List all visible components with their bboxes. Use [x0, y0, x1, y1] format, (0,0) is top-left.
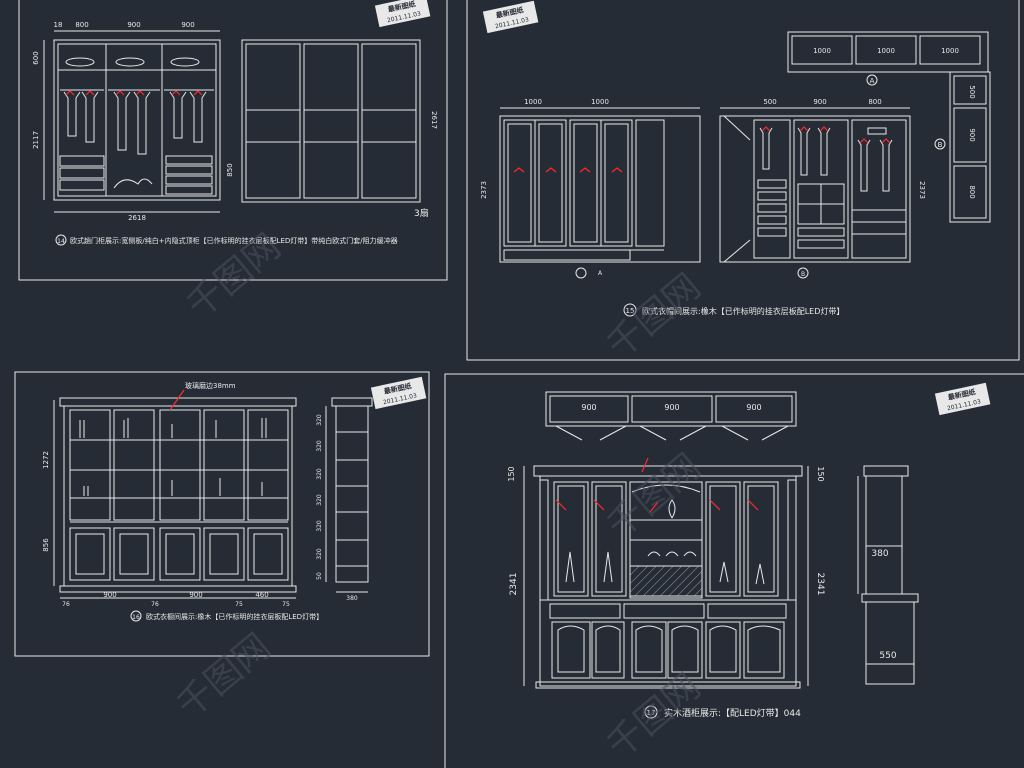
stamp: 最新图纸 2011.11.03: [370, 376, 427, 410]
panel-17: 最新图纸 2011.11.03 900 900 900 150 150 2341…: [444, 373, 1024, 768]
plan-side-3: 800: [968, 185, 976, 198]
glass-note: 玻璃磨边38mm: [185, 381, 236, 390]
plan-box-3: 1000: [941, 47, 959, 55]
dim-bottom-2: 76: [151, 601, 159, 608]
panel-14-frame: [18, 0, 448, 281]
dim-side-3: 320: [316, 468, 323, 480]
caption-16: 欧式衣橱间展示:橡木【已作标明的挂衣层板配LED灯带】: [146, 612, 323, 621]
caption-14: 欧式趟门柜展示:宽侧板/纯白+内隐式顶柜【已作标明的挂衣层板配LED灯带】带纯白…: [70, 236, 398, 245]
dim-left-lower: 856: [42, 538, 50, 552]
caption-15: 欧式衣帽间展示:橡木【已作标明的挂衣层板配LED灯带】: [642, 306, 844, 316]
dim-top-2: 900: [127, 21, 140, 29]
caption-15-num: 15: [626, 307, 635, 315]
dim-side-1: 320: [316, 414, 323, 426]
dim-side-5: 320: [316, 520, 323, 532]
plan17-box-3: 900: [746, 403, 761, 412]
dim-right: 2617: [430, 111, 438, 129]
dim-bottom-0: 76: [62, 601, 70, 608]
elev-b-label: B: [801, 271, 805, 278]
panel-15-led-markers: [513, 126, 891, 173]
dim-b-3: 800: [868, 98, 881, 106]
dim-bottom-5: 460: [255, 591, 268, 599]
elev-a-label: A: [598, 270, 603, 277]
dim-bottom-1: 900: [103, 591, 116, 599]
dim-side-6: 320: [316, 548, 323, 560]
dim-side-upper: 380: [871, 549, 888, 559]
marker-b: B: [938, 141, 943, 149]
panel-16-frame: [14, 371, 430, 657]
dim-side-lower: 550: [879, 651, 896, 661]
panel-17-led-markers: [555, 457, 759, 513]
plan-box-2: 1000: [877, 47, 895, 55]
marker-a: A: [870, 77, 875, 85]
dim-side-2: 320: [316, 440, 323, 452]
panel-15-frame: [466, 0, 1020, 361]
plan-box-1: 1000: [813, 47, 831, 55]
dim-left-main: 2117: [32, 131, 40, 149]
dim-bottom-3: 900: [189, 591, 202, 599]
dim-top-left: 150: [507, 466, 516, 481]
plan-side-2: 900: [968, 128, 976, 141]
dim-b-1: 500: [763, 98, 776, 106]
panel-17-frame: [444, 373, 1024, 768]
caption-14-num: 14: [57, 238, 65, 245]
dim-left-upper: 1272: [42, 451, 50, 469]
doors-label: 3扇: [414, 207, 429, 219]
dim-height-a: 2373: [480, 181, 488, 199]
dim-side-7: 50: [316, 572, 323, 580]
dim-bottom-6: 75: [282, 601, 290, 608]
panel-16-glass-marker: [169, 389, 185, 411]
dim-top-3: 900: [181, 21, 194, 29]
plan-side-1: 500: [968, 85, 976, 98]
stamp: 最新图纸 2011.11.03: [374, 0, 431, 28]
dim-bottom: 2618: [128, 214, 146, 222]
panel-14: 最新图纸 2011.11.03 18 800 900 900 600 2117: [18, 0, 448, 281]
dim-top-0: 18: [54, 21, 63, 29]
dim-a-1: 1000: [524, 98, 542, 106]
panel-14-led-markers: [65, 90, 203, 96]
dim-right-small: 850: [226, 163, 234, 176]
panel-15: 最新图纸 2011.11.03 1000 1000 1000 500 900 8…: [466, 0, 1020, 361]
dim-height-b: 2373: [918, 181, 926, 199]
dim-left-top: 600: [32, 51, 40, 64]
caption-17-num: 17: [647, 709, 656, 717]
dim-top-1: 800: [75, 21, 88, 29]
dim-top-right: 150: [816, 466, 825, 481]
dim-a-2: 1000: [591, 98, 609, 106]
dim-height-right: 2341: [815, 573, 825, 596]
dim-side-4: 320: [316, 494, 323, 506]
panel-16: 最新图纸 2011.11.03 玻璃磨边38mm 1272 856 76 900…: [14, 371, 430, 657]
dim-bottom-4: 75: [235, 601, 243, 608]
caption-17: 实木酒柜展示:【配LED灯带】044: [664, 707, 801, 719]
dim-b-2: 900: [813, 98, 826, 106]
caption-16-num: 16: [132, 614, 140, 621]
stamp: 最新图纸 2011.11.03: [934, 382, 991, 416]
dim-height-left: 2341: [509, 573, 519, 596]
plan17-box-2: 900: [664, 403, 679, 412]
plan17-box-1: 900: [581, 403, 596, 412]
dim-depth: 380: [346, 595, 358, 602]
